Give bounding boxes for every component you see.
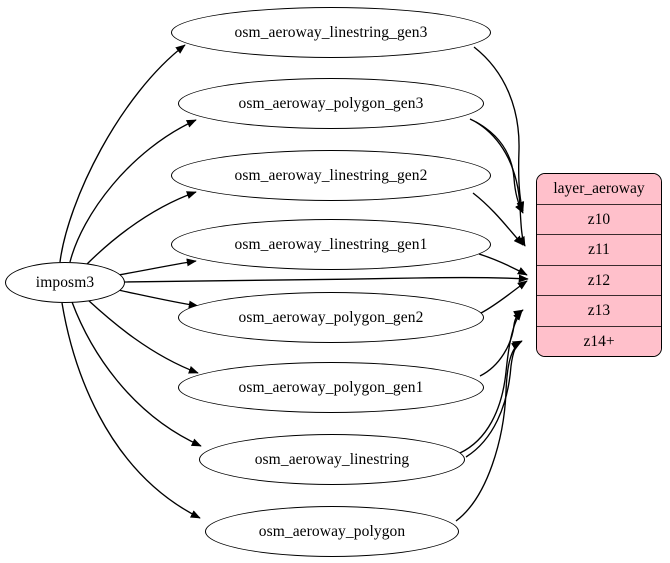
edge-polygon-gen3-to-z10 bbox=[469, 118, 524, 214]
edge-imposm3-to-linestring-gen2 bbox=[84, 191, 197, 267]
node-osm-aeroway-linestring-gen1[interactable]: osm_aeroway_linestring_gen1 bbox=[171, 219, 491, 270]
table-row-z12-label: z12 bbox=[587, 271, 611, 289]
table-row-z13[interactable]: z13 bbox=[537, 296, 661, 327]
node-osm-aeroway-polygon-gen2-label: osm_aeroway_polygon_gen2 bbox=[238, 308, 424, 326]
edge-imposm3-to-polygon-gen3 bbox=[69, 119, 197, 263]
edge-imposm3-to-polygon-gen1 bbox=[87, 299, 199, 374]
node-osm-aeroway-linestring-gen3-label: osm_aeroway_linestring_gen3 bbox=[234, 23, 428, 41]
table-header-row: layer_aeroway bbox=[537, 174, 661, 205]
edge-polygon-to-z14 bbox=[455, 341, 522, 522]
edge-polygon-gen3-to-z11 bbox=[475, 121, 526, 247]
table-row-z12[interactable]: z12 bbox=[537, 265, 661, 296]
edge-imposm3-to-linestring bbox=[71, 301, 202, 447]
table-row-z14plus[interactable]: z14+ bbox=[537, 326, 661, 356]
node-osm-aeroway-linestring-label: osm_aeroway_linestring bbox=[254, 450, 410, 468]
node-osm-aeroway-polygon-gen3[interactable]: osm_aeroway_polygon_gen3 bbox=[178, 78, 484, 129]
node-osm-aeroway-polygon-label: osm_aeroway_polygon bbox=[258, 522, 406, 540]
node-osm-aeroway-polygon-gen3-label: osm_aeroway_polygon_gen3 bbox=[238, 94, 424, 112]
edge-linestring-gen1-to-z12 bbox=[478, 253, 528, 276]
node-osm-aeroway-linestring-gen3[interactable]: osm_aeroway_linestring_gen3 bbox=[171, 7, 491, 58]
node-osm-aeroway-linestring[interactable]: osm_aeroway_linestring bbox=[199, 434, 465, 485]
edge-linestring-gen2-to-z11 bbox=[472, 192, 524, 246]
node-osm-aeroway-polygon-gen1[interactable]: osm_aeroway_polygon_gen1 bbox=[178, 362, 484, 413]
node-layer-aeroway-table[interactable]: layer_aeroway z10 z11 z12 z13 z14+ bbox=[536, 173, 662, 357]
edges-from-imposm3 bbox=[59, 44, 529, 519]
node-osm-aeroway-polygon[interactable]: osm_aeroway_polygon bbox=[205, 506, 459, 557]
table-row-z10-label: z10 bbox=[587, 210, 611, 228]
edge-linestring-to-z14 bbox=[465, 340, 523, 458]
edge-imposm3-to-z12 bbox=[119, 274, 529, 283]
node-imposm3[interactable]: imposm3 bbox=[5, 262, 125, 303]
table-row-z13-label: z13 bbox=[587, 302, 611, 319]
node-imposm3-label: imposm3 bbox=[35, 273, 95, 291]
table-row-z10[interactable]: z10 bbox=[537, 204, 661, 235]
table-header-label: layer_aeroway bbox=[553, 180, 645, 197]
edge-imposm3-to-linestring-gen3 bbox=[59, 44, 186, 263]
table-row-z14plus-label: z14+ bbox=[583, 333, 615, 350]
edge-polygon-gen2-to-z12 bbox=[480, 280, 528, 314]
edge-imposm3-to-polygon bbox=[61, 302, 201, 519]
table-row-z11-label: z11 bbox=[588, 241, 610, 258]
node-osm-aeroway-polygon-gen2[interactable]: osm_aeroway_polygon_gen2 bbox=[178, 292, 484, 343]
node-osm-aeroway-linestring-gen2[interactable]: osm_aeroway_linestring_gen2 bbox=[171, 150, 491, 201]
edges-to-layer-table bbox=[455, 46, 528, 522]
node-osm-aeroway-polygon-gen1-label: osm_aeroway_polygon_gen1 bbox=[238, 378, 424, 396]
edge-imposm3-to-linestring-gen1 bbox=[117, 258, 197, 276]
node-osm-aeroway-linestring-gen1-label: osm_aeroway_linestring_gen1 bbox=[234, 235, 428, 253]
edge-linestring-to-z13 bbox=[459, 310, 523, 454]
node-osm-aeroway-linestring-gen2-label: osm_aeroway_linestring_gen2 bbox=[234, 166, 428, 184]
edge-linestring-gen3-to-z10 bbox=[473, 46, 525, 212]
table-row-z11[interactable]: z11 bbox=[537, 235, 661, 266]
edge-imposm3-to-polygon-gen2 bbox=[117, 289, 199, 309]
